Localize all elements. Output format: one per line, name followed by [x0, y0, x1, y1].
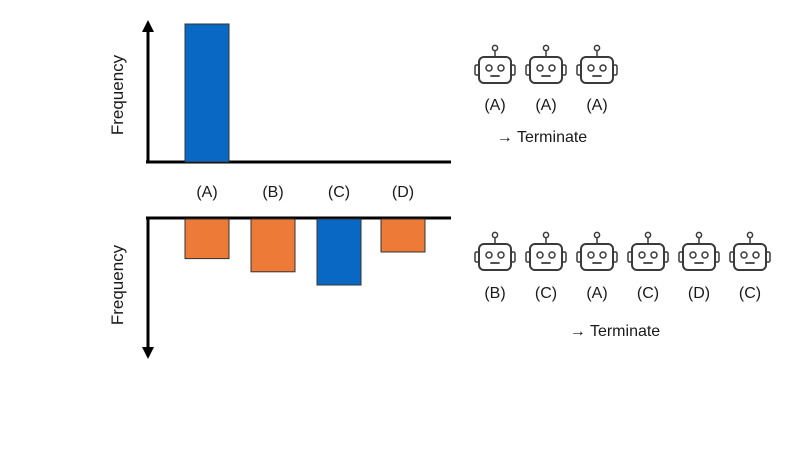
bottom-robot-group: (B) (C) (A) (C) (D) (C) [474, 231, 771, 302]
top-panel: Frequency [108, 20, 451, 164]
bottom-y-axis-arrow-icon [142, 347, 154, 359]
top-terminate-label: → Terminate [497, 129, 588, 146]
bottom-robot-label-0: (B) [484, 285, 505, 302]
top-robot-label-2: (A) [586, 97, 607, 114]
bottom-panel: Frequency [108, 216, 451, 359]
bottom-robot-label-1: (C) [535, 285, 557, 302]
top-robot-icon-1 [525, 44, 567, 84]
category-labels: (A) (B) (C) (D) [196, 184, 414, 201]
top-robot-icon-0 [474, 44, 516, 84]
top-robot-label-0: (A) [484, 97, 505, 114]
top-robot-group: (A) (A) (A) [474, 44, 618, 114]
bottom-robot-label-3: (C) [637, 285, 659, 302]
bottom-bar-0 [184, 218, 230, 260]
bottom-robot-icon-3 [627, 231, 669, 271]
bottom-robot-icon-2 [576, 231, 618, 271]
bottom-bars [184, 218, 426, 286]
top-y-axis-arrow-icon [142, 20, 154, 32]
top-y-axis-label: Frequency [108, 54, 127, 135]
category-label-b: (B) [262, 184, 283, 201]
category-label-c: (C) [328, 184, 350, 201]
top-robot-label-1: (A) [535, 97, 556, 114]
bottom-bar-2 [316, 218, 362, 286]
bottom-bar-3 [380, 218, 426, 253]
top-robot-icon-2 [576, 44, 618, 84]
bottom-terminate-label: → Terminate [570, 323, 661, 340]
bottom-robot-label-5: (C) [739, 285, 761, 302]
category-label-d: (D) [392, 184, 414, 201]
top-bars [184, 23, 230, 163]
bottom-y-axis-label: Frequency [108, 244, 127, 325]
category-label-a: (A) [196, 184, 217, 201]
bottom-robot-label-2: (A) [586, 285, 607, 302]
bottom-robot-label-4: (D) [688, 285, 710, 302]
bottom-robot-icon-0 [474, 231, 516, 271]
top-bar-0 [184, 23, 230, 163]
bottom-bar-1 [250, 218, 296, 273]
bottom-robot-icon-1 [525, 231, 567, 271]
bottom-robot-icon-4 [678, 231, 720, 271]
bottom-robot-icon-5 [729, 231, 771, 271]
